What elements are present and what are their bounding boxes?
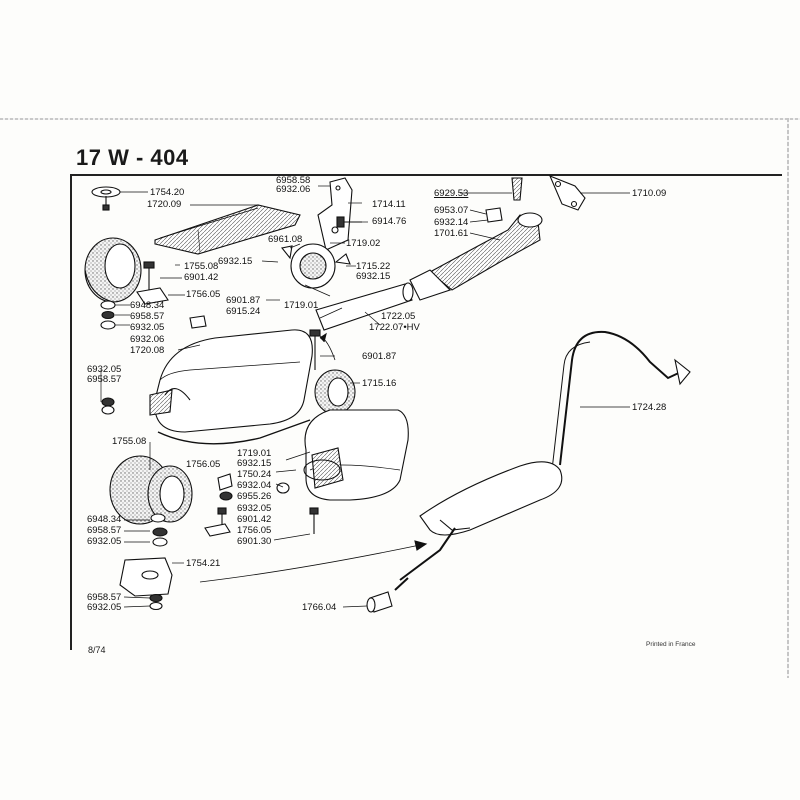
stud-6929-53 <box>511 177 523 201</box>
sleeve-1766-04 <box>366 591 393 613</box>
scan-edge-right <box>787 118 789 678</box>
part-label: 6932.15 <box>237 458 272 469</box>
part-label: 1756.05 <box>186 459 221 470</box>
bolt-6914-76 <box>336 216 362 228</box>
part-label: 1715.16 <box>362 378 397 389</box>
part-label: 6932.05 <box>237 503 272 514</box>
frame-line-top <box>70 174 782 176</box>
part-label: 6901.30 <box>237 536 272 547</box>
part-label: 1710.09 <box>632 188 667 199</box>
part-label: 1754.20 <box>150 187 185 198</box>
part-label: 1722.07•HV <box>369 322 420 333</box>
part-label: 1719.01 <box>237 448 272 459</box>
bracket-1714-11 <box>317 177 353 251</box>
frame-line-left <box>70 174 72 650</box>
center-muffler-body <box>303 409 409 501</box>
gasket-1710-09 <box>548 174 586 211</box>
part-label: 6932.05 <box>130 322 165 333</box>
scan-edge-top <box>0 118 800 120</box>
part-label: 6932.05 <box>87 602 122 613</box>
part-label: 6953.07 <box>434 205 469 216</box>
clamp-1715-22 <box>281 243 351 289</box>
bracket-1756-05-top <box>136 287 169 305</box>
part-label: 1719.02 <box>346 238 381 249</box>
part-label: 6932.04 <box>237 480 272 491</box>
part-label: 1719.01 <box>284 300 319 311</box>
part-label: 6932.15 <box>356 271 391 282</box>
part-label: 6958.57 <box>87 592 122 603</box>
part-label: 1720.08 <box>130 345 165 356</box>
part-label: 6901.42 <box>184 272 219 283</box>
rubber-ring-1755-08-bottom <box>109 455 193 525</box>
part-label: 1714.11 <box>372 199 406 210</box>
part-label: 6961.08 <box>268 234 303 245</box>
muffler-1720-08 <box>149 329 313 445</box>
part-label: 1715.22 <box>356 261 391 272</box>
part-label: 6958.57 <box>130 311 165 322</box>
tailpipe-1724-28 <box>394 330 691 591</box>
nut-6932-05-left <box>101 397 115 415</box>
part-label: 1755.08 <box>112 436 147 447</box>
part-label: 6958.57 <box>87 374 122 385</box>
washer-1754-20 <box>91 186 121 211</box>
part-label: 1754.21 <box>186 558 221 569</box>
part-label: 6932.05 <box>87 536 122 547</box>
bolt-6901-87 <box>309 329 336 370</box>
part-label: 6958.57 <box>87 525 122 536</box>
part-label: 6932.14 <box>434 217 469 228</box>
leader-lines <box>100 185 630 608</box>
part-label: 6948.34 <box>87 514 122 525</box>
part-label: 1724.28 <box>632 402 667 413</box>
part-label: 1750.24 <box>237 469 272 480</box>
downpipe-1701-61 <box>409 212 543 301</box>
part-label: 1722.05 <box>381 311 416 322</box>
pipe-1722-05 <box>315 282 414 331</box>
part-label: 6932.15 <box>218 256 253 267</box>
heat-shield-1720-09 <box>154 204 301 255</box>
footer-code: 8/74 <box>88 645 106 655</box>
part-label: 1701.61 <box>434 228 469 239</box>
page-title: 17 W - 404 <box>76 145 189 170</box>
part-label: 6914.76 <box>372 216 407 227</box>
part-label: 6958.58 <box>276 175 311 186</box>
clamp-1715-16 <box>314 369 356 415</box>
bracket-1754-21 <box>119 557 173 611</box>
part-label: 6915.24 <box>226 306 261 317</box>
part-label: 6901.87 <box>226 295 261 306</box>
part-label: 1720.09 <box>147 199 182 210</box>
part-label: 6932.05 <box>87 364 122 375</box>
bolt-6901-42-top <box>143 261 155 290</box>
part-label: 6948.34 <box>130 300 165 311</box>
printed-note: Printed in France <box>646 641 696 648</box>
part-label: 6932.06 <box>276 184 311 195</box>
part-label: 6932.06 <box>130 334 165 345</box>
part-label: 1756.05 <box>186 289 221 300</box>
part-label: 1756.05 <box>237 525 272 536</box>
part-label: 6955.26 <box>237 491 272 502</box>
part-label: 6901.42 <box>237 514 272 525</box>
washer-stack-bottom <box>150 513 168 547</box>
nut-6953-07 <box>485 207 503 223</box>
part-label: 6901.87 <box>362 351 397 362</box>
part-label: 1766.04 <box>302 602 337 613</box>
part-label: 6929.53 <box>434 188 469 199</box>
part-label: 1755.08 <box>184 261 219 272</box>
rubber-ring-1755-08-top <box>84 237 142 303</box>
